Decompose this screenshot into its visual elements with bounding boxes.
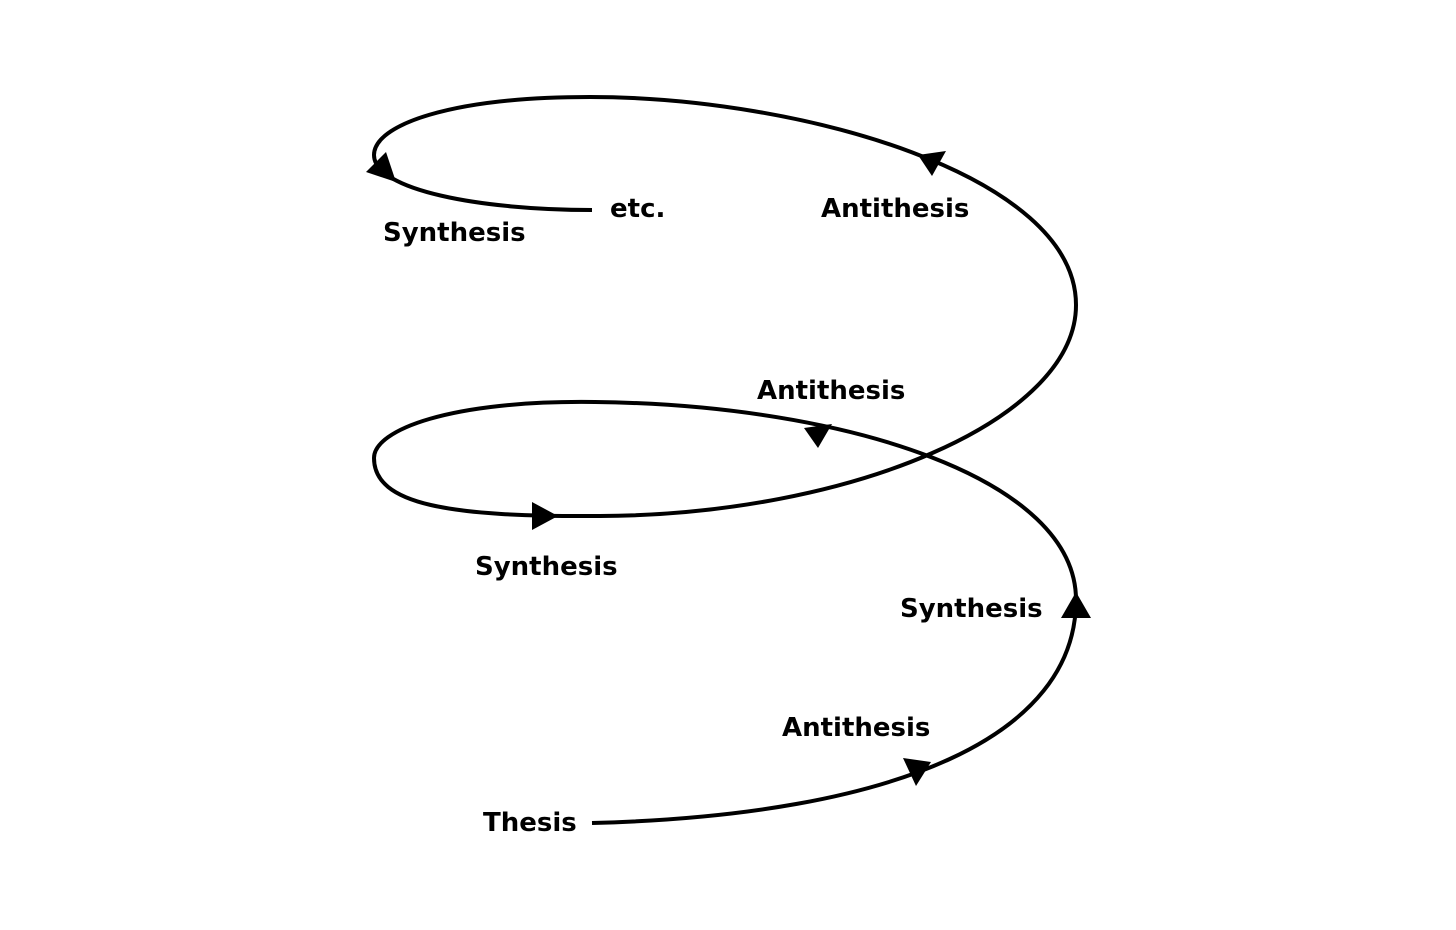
label-synthesis-1: Synthesis <box>900 594 1043 624</box>
label-synthesis-3: Synthesis <box>383 218 526 248</box>
arrowhead-antithesis-to-synthesis <box>1061 592 1091 618</box>
spiral-path <box>372 95 1078 825</box>
label-antithesis-2: Antithesis <box>757 376 905 406</box>
arrowhead-synthesis-to-antithesis <box>804 424 832 448</box>
arrowhead-antithesis-to-synthesis-upper-loop <box>366 152 396 182</box>
label-synthesis-2: Synthesis <box>475 552 618 582</box>
label-etc: etc. <box>610 194 665 224</box>
arrowhead-thesis-to-antithesis <box>903 758 931 786</box>
arrowhead-antithesis-to-synthesis-lower-loop <box>532 502 558 530</box>
label-antithesis-1: Antithesis <box>782 713 930 743</box>
label-antithesis-3: Antithesis <box>821 194 969 224</box>
arrowhead-synthesis-to-antithesis-upper <box>918 151 946 176</box>
label-thesis: Thesis <box>483 808 577 838</box>
